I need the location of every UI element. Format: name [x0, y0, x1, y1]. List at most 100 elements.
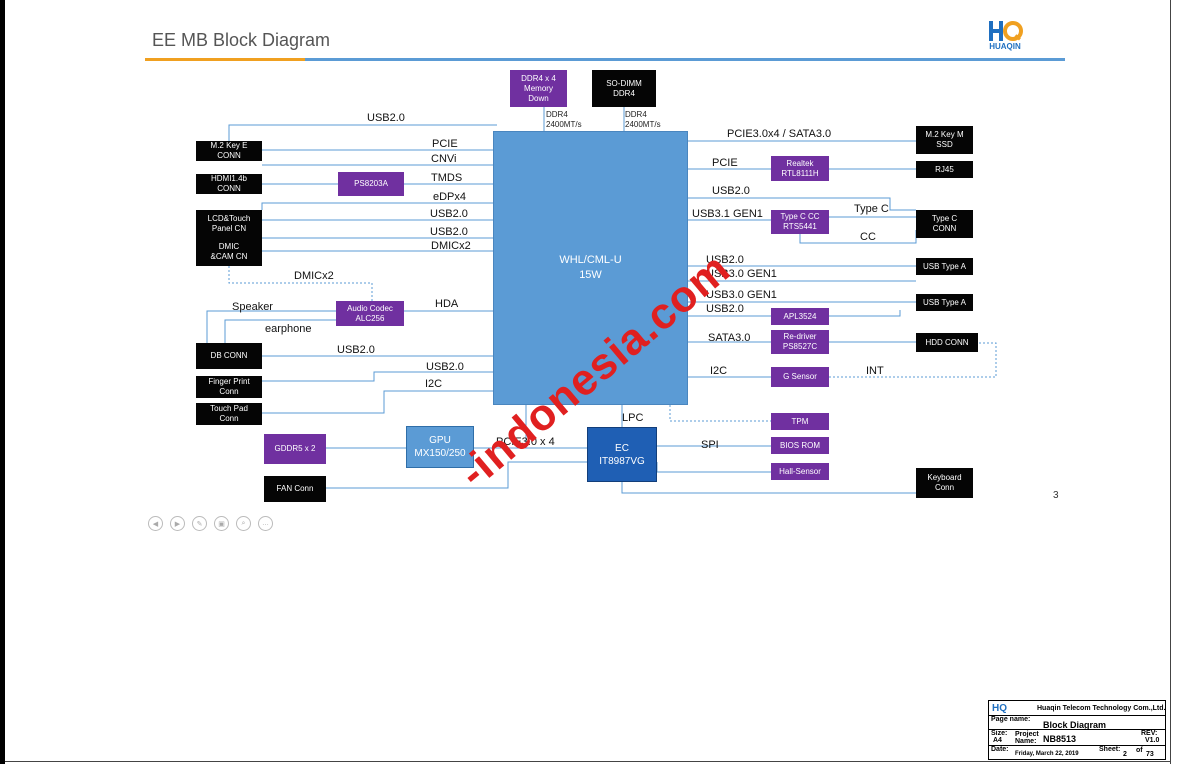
type-c-cc-rts5441: Type C CC RTS5441	[771, 210, 829, 234]
dmic-cam-conn: DMIC &CAM CN	[196, 238, 262, 266]
nav-zoom-button[interactable]: ⌕	[236, 516, 251, 531]
wire-usb20-typec	[688, 197, 916, 211]
touch-pad-conn: Touch Pad Conn	[196, 403, 262, 425]
label-i2c-right: I2C	[710, 365, 728, 377]
nav-slides-button[interactable]: ▣	[214, 516, 229, 531]
page-number: 3	[1053, 490, 1059, 501]
wire-usb20-m2e	[228, 124, 497, 141]
ddr4-speed-right: DDR4 2400MT/s	[625, 110, 661, 129]
wire-i2c-tp	[262, 390, 493, 414]
finger-print-conn: Finger Print Conn	[196, 376, 262, 398]
label-edpx4: eDPx4	[433, 191, 467, 203]
label-pcie-right: PCIE	[712, 157, 738, 169]
title-underline-blue	[305, 58, 1065, 61]
label-usb20-right3: USB2.0	[706, 303, 744, 315]
keyboard-conn: Keyboard Conn	[916, 468, 973, 498]
m2-key-e-conn: M.2 Key E CONN	[196, 141, 262, 161]
wire-keyboard	[621, 482, 916, 494]
page-title: EE MB Block Diagram	[152, 30, 331, 50]
label-usb20-fp: USB2.0	[426, 361, 464, 373]
wire-dmic-dashed	[228, 266, 373, 302]
tb-sheet: 2	[1123, 751, 1127, 758]
tpm-chip: TPM	[771, 413, 829, 430]
label-usb30-2: USB3.0 GEN1	[706, 289, 777, 301]
huaqin-logo-mark	[989, 21, 1023, 41]
label-i2c-left: I2C	[425, 378, 443, 390]
label-pcie30x4: PCIE3.0 x 4	[496, 436, 555, 448]
m2-key-m-ssd: M.2 Key M SSD	[916, 126, 973, 154]
tb-size: A4	[993, 737, 1002, 744]
tb-date-label: Date:	[991, 746, 1009, 753]
gpu-block: GPU MX150/250	[406, 426, 474, 468]
ddr4-memory-down: DDR4 x 4 Memory Down	[510, 70, 567, 107]
label-usb20-right2: USB2.0	[706, 254, 744, 266]
redriver-ps8527c: Re-driver PS8527C	[771, 330, 829, 354]
tb-page-name: Block Diagram	[1043, 720, 1107, 730]
tb-divider-3	[989, 745, 1165, 746]
sodimm-ddr4: SO-DIMM DDR4	[592, 70, 656, 107]
gddr5-memory: GDDR5 x 2	[264, 434, 326, 464]
db-conn: DB CONN	[196, 343, 262, 369]
realtek-rtl8111h: Realtek RTL8111H	[771, 156, 829, 181]
tb-divider-2	[989, 729, 1165, 730]
tb-of-label: of	[1136, 747, 1143, 754]
usb-type-a-conn-1: USB Type A	[916, 258, 973, 275]
label-cc: CC	[860, 231, 876, 243]
cpu-block: WHL/CML-U 15W	[493, 131, 688, 405]
wire-tpm-dashed	[669, 405, 771, 422]
apl3524-chip: APL3524	[771, 308, 829, 325]
tb-rev-label: REV:	[1141, 730, 1158, 737]
label-int: INT	[866, 365, 884, 377]
nav-more-button[interactable]: …	[258, 516, 273, 531]
label-cnvi: CNVi	[431, 153, 457, 165]
hall-sensor: Hall-Sensor	[771, 463, 829, 480]
tb-sheet-label: Sheet:	[1099, 746, 1121, 753]
ps8203a-chip: PS8203A	[338, 172, 404, 196]
lcd-touch-panel-conn: LCD&Touch Panel CN	[196, 210, 262, 238]
label-pcie-sata: PCIE3.0x4 / SATA3.0	[727, 128, 832, 140]
nav-pen-button[interactable]: ✎	[192, 516, 207, 531]
label-spi: SPI	[701, 439, 719, 451]
label-usb20-right1: USB2.0	[712, 185, 750, 197]
nav-prev-button[interactable]: ◀	[148, 516, 163, 531]
wire-apl-a2	[829, 310, 901, 317]
tb-size-label: Size:	[991, 730, 1008, 737]
tb-rev: V1.0	[1145, 737, 1160, 744]
wire-earphone	[224, 319, 336, 343]
frame-bottom-border	[5, 761, 1170, 762]
label-sata30: SATA3.0	[708, 332, 751, 344]
tb-project-label: Project Name:	[1015, 731, 1039, 745]
title-underline-orange	[145, 58, 305, 61]
hdmi-conn: HDMI1.4b CONN	[196, 174, 262, 194]
tb-company: Huaqin Telecom Technology Com.,Ltd.	[1037, 705, 1166, 712]
wire-fan	[326, 461, 587, 489]
usb-type-a-conn-2: USB Type A	[916, 294, 973, 311]
rj45-conn: RJ45	[916, 161, 973, 178]
tb-logo-mark: HQ	[992, 703, 1007, 714]
label-lpc: LPC	[622, 412, 644, 424]
ec-block: EC IT8987VG	[587, 427, 657, 482]
frame-left-border	[0, 0, 5, 764]
tb-project: NB8513	[1043, 734, 1077, 744]
label-pcie-left: PCIE	[432, 138, 458, 150]
wire-hall	[656, 462, 771, 473]
wire-usb-fp	[262, 371, 493, 382]
label-usb20-db: USB2.0	[337, 344, 375, 356]
hdd-conn: HDD CONN	[916, 333, 978, 352]
label-earphone: earphone	[265, 323, 312, 335]
type-c-conn: Type C CONN	[916, 210, 973, 238]
tb-page-name-label: Page name:	[991, 716, 1031, 723]
frame-right-border	[1170, 0, 1171, 764]
label-usb20-lcd: USB2.0	[430, 208, 468, 220]
label-type-c: Type C	[854, 203, 889, 215]
bios-rom: BIOS ROM	[771, 437, 829, 454]
huaqin-logo-text: HUAQIN	[989, 42, 1021, 51]
label-usb31: USB3.1 GEN1	[692, 208, 763, 220]
label-tmds: TMDS	[431, 172, 463, 184]
nav-next-button[interactable]: ▶	[170, 516, 185, 531]
tb-total: 73	[1146, 751, 1154, 758]
wire-speaker	[206, 310, 336, 343]
huaqin-logo: HUAQIN	[985, 18, 1025, 54]
label-usb20-cam: USB2.0	[430, 226, 468, 238]
tb-date: Friday, March 22, 2019	[1015, 751, 1079, 757]
